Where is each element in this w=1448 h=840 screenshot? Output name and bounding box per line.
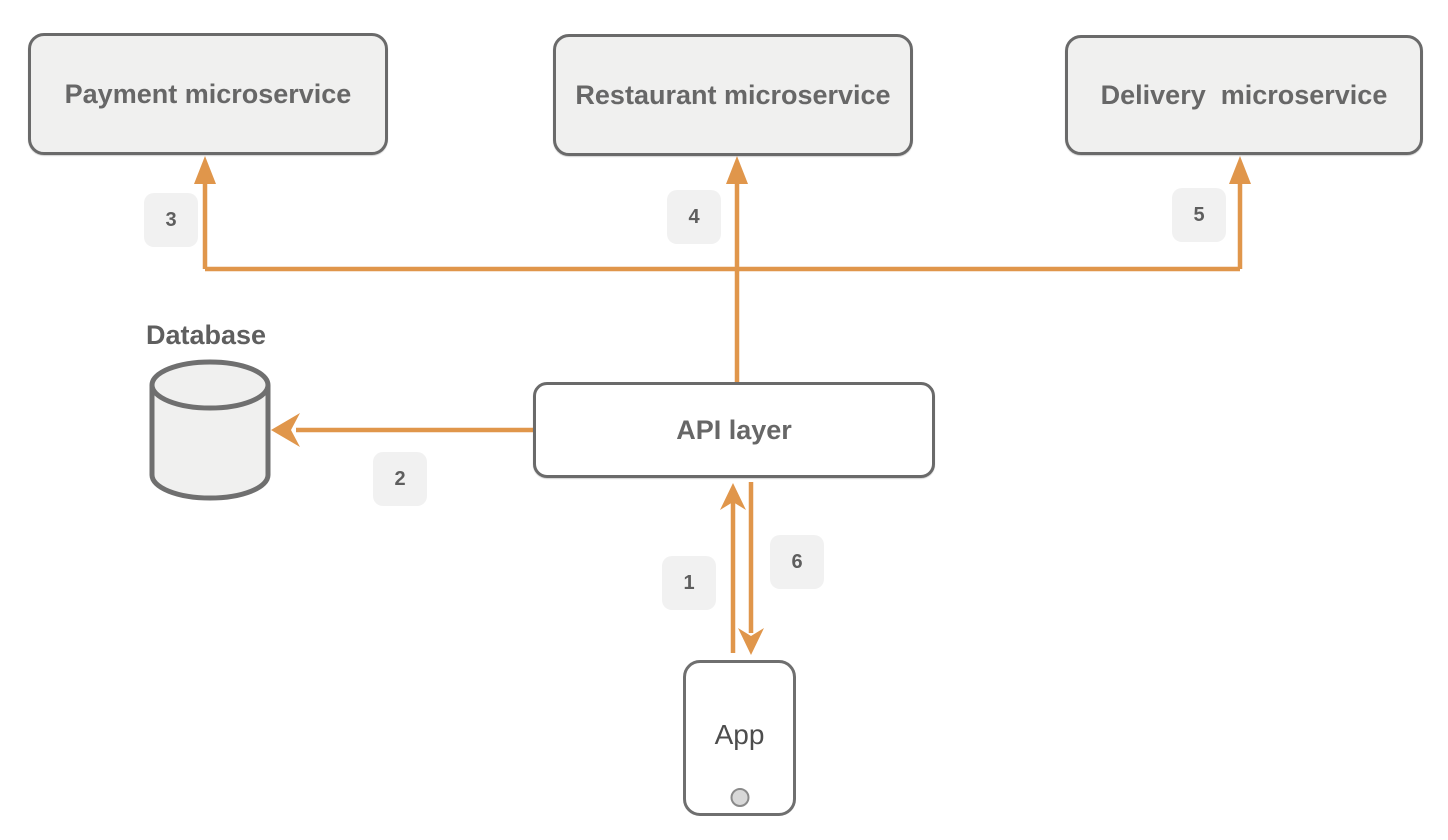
arrow-api-to-database <box>271 413 533 447</box>
node-restaurant-label: Restaurant microservice <box>575 79 891 110</box>
step-badge-1: 1 <box>662 556 716 610</box>
node-api-layer: API layer <box>533 382 935 478</box>
node-restaurant-microservice: Restaurant microservice <box>553 34 913 156</box>
step-badge-6: 6 <box>770 535 824 589</box>
database-label: Database <box>146 320 267 350</box>
step-badge-3: 3 <box>144 193 198 247</box>
arrow-api-to-app <box>738 482 764 655</box>
node-app-phone: App <box>683 660 796 816</box>
arrow-api-to-microservices <box>194 156 1251 382</box>
step-badge-5: 5 <box>1172 188 1226 242</box>
node-app-label: App <box>714 719 765 750</box>
step-badge-2: 2 <box>373 452 427 506</box>
step-badge-4: 4 <box>667 190 721 244</box>
node-api-layer-label: API layer <box>676 414 792 445</box>
node-payment-label: Payment microservice <box>64 78 352 109</box>
phone-home-button-icon <box>730 788 749 807</box>
node-payment-microservice: Payment microservice <box>28 33 388 155</box>
arrow-app-to-api <box>720 483 746 653</box>
node-delivery-microservice: Delivery microservice <box>1065 35 1423 155</box>
node-delivery-label: Delivery microservice <box>1100 79 1388 110</box>
database-cylinder <box>149 359 271 501</box>
